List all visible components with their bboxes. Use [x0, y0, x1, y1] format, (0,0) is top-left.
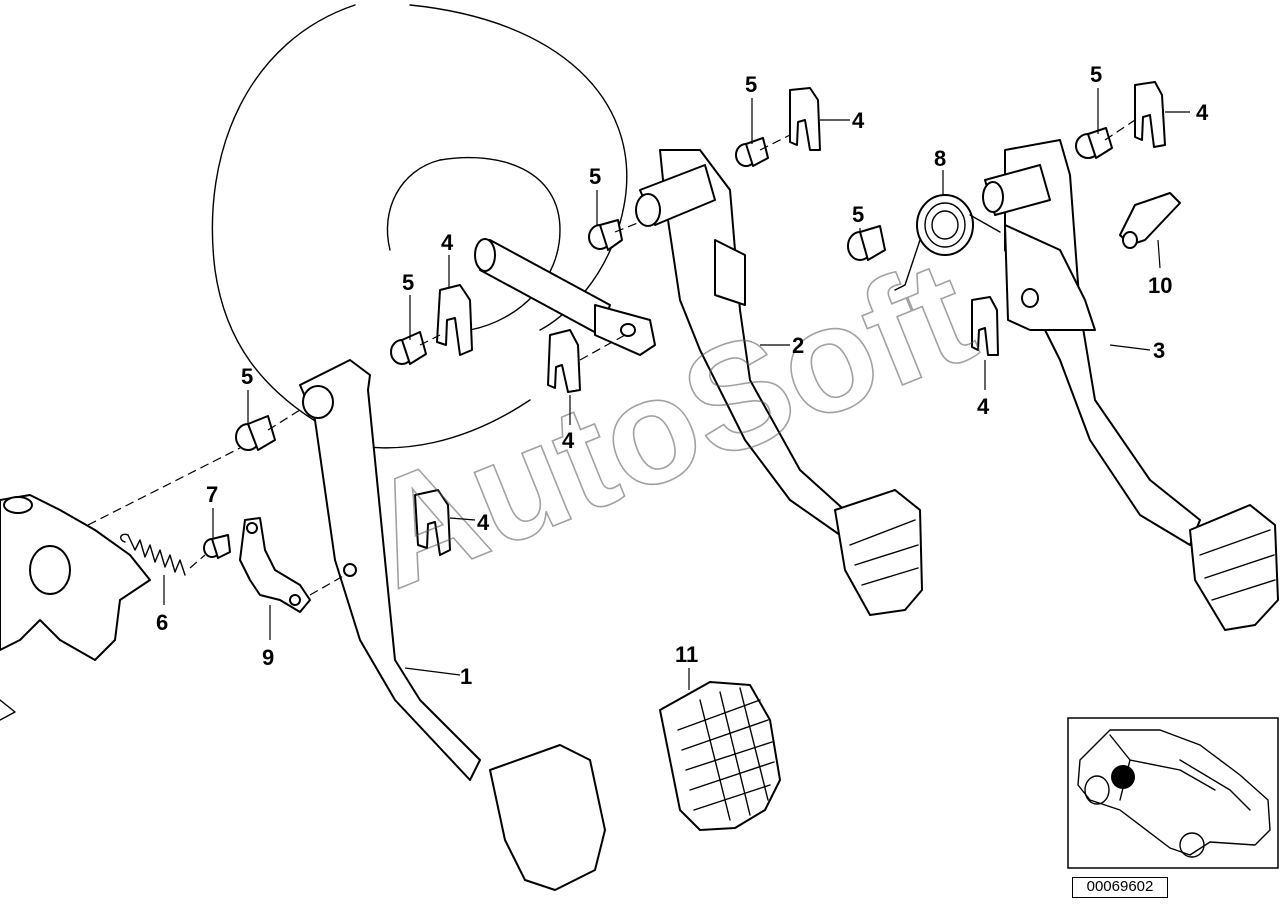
- callout-5: 5: [589, 164, 601, 189]
- pedal-2: [635, 149, 923, 616]
- callout-4: 4: [562, 428, 575, 453]
- callout-2: 2: [792, 333, 804, 358]
- callout-5: 5: [745, 72, 757, 97]
- callout-10: 10: [1148, 273, 1172, 298]
- callout-4: 4: [1196, 100, 1209, 125]
- callout-7: 7: [206, 482, 218, 507]
- callout-8: 8: [934, 146, 946, 171]
- pedal-3: [982, 139, 1279, 631]
- spring-8: [894, 194, 1001, 291]
- callout-5: 5: [852, 202, 864, 227]
- bushing-7: [203, 534, 231, 559]
- callout-4: 4: [477, 510, 490, 535]
- pedal-shaft: [474, 238, 656, 356]
- pedal-1: [299, 359, 606, 891]
- callout-1: 1: [460, 664, 472, 689]
- callout-4: 4: [441, 230, 454, 255]
- callout-5: 5: [241, 364, 253, 389]
- callouts: 1 2 3 4 4 4 4 4 4 5 5 5 5 5 5 6 7 8 9 10…: [156, 62, 1209, 689]
- callout-5: 5: [402, 270, 414, 295]
- pedal-bracket: [0, 494, 151, 721]
- retaining-clips: [414, 81, 1166, 556]
- callout-4: 4: [852, 108, 865, 133]
- callout-4: 4: [977, 394, 990, 419]
- leader-lines: [163, 88, 1190, 690]
- car-locator-inset: [1067, 717, 1279, 869]
- callout-5: 5: [1090, 62, 1102, 87]
- lever-9: [239, 517, 311, 613]
- callout-6: 6: [156, 610, 168, 635]
- callout-3: 3: [1153, 338, 1165, 363]
- assembly-lines: [87, 119, 1136, 596]
- location-marker-icon: [1111, 765, 1135, 789]
- pedal-pad-11: [659, 681, 781, 831]
- spring-6: [120, 533, 186, 576]
- callout-9: 9: [262, 645, 274, 670]
- callout-11: 11: [675, 642, 698, 667]
- bushings: [235, 127, 1113, 451]
- pin-10: [1119, 192, 1181, 249]
- diagram-number: 00069602: [1072, 877, 1168, 898]
